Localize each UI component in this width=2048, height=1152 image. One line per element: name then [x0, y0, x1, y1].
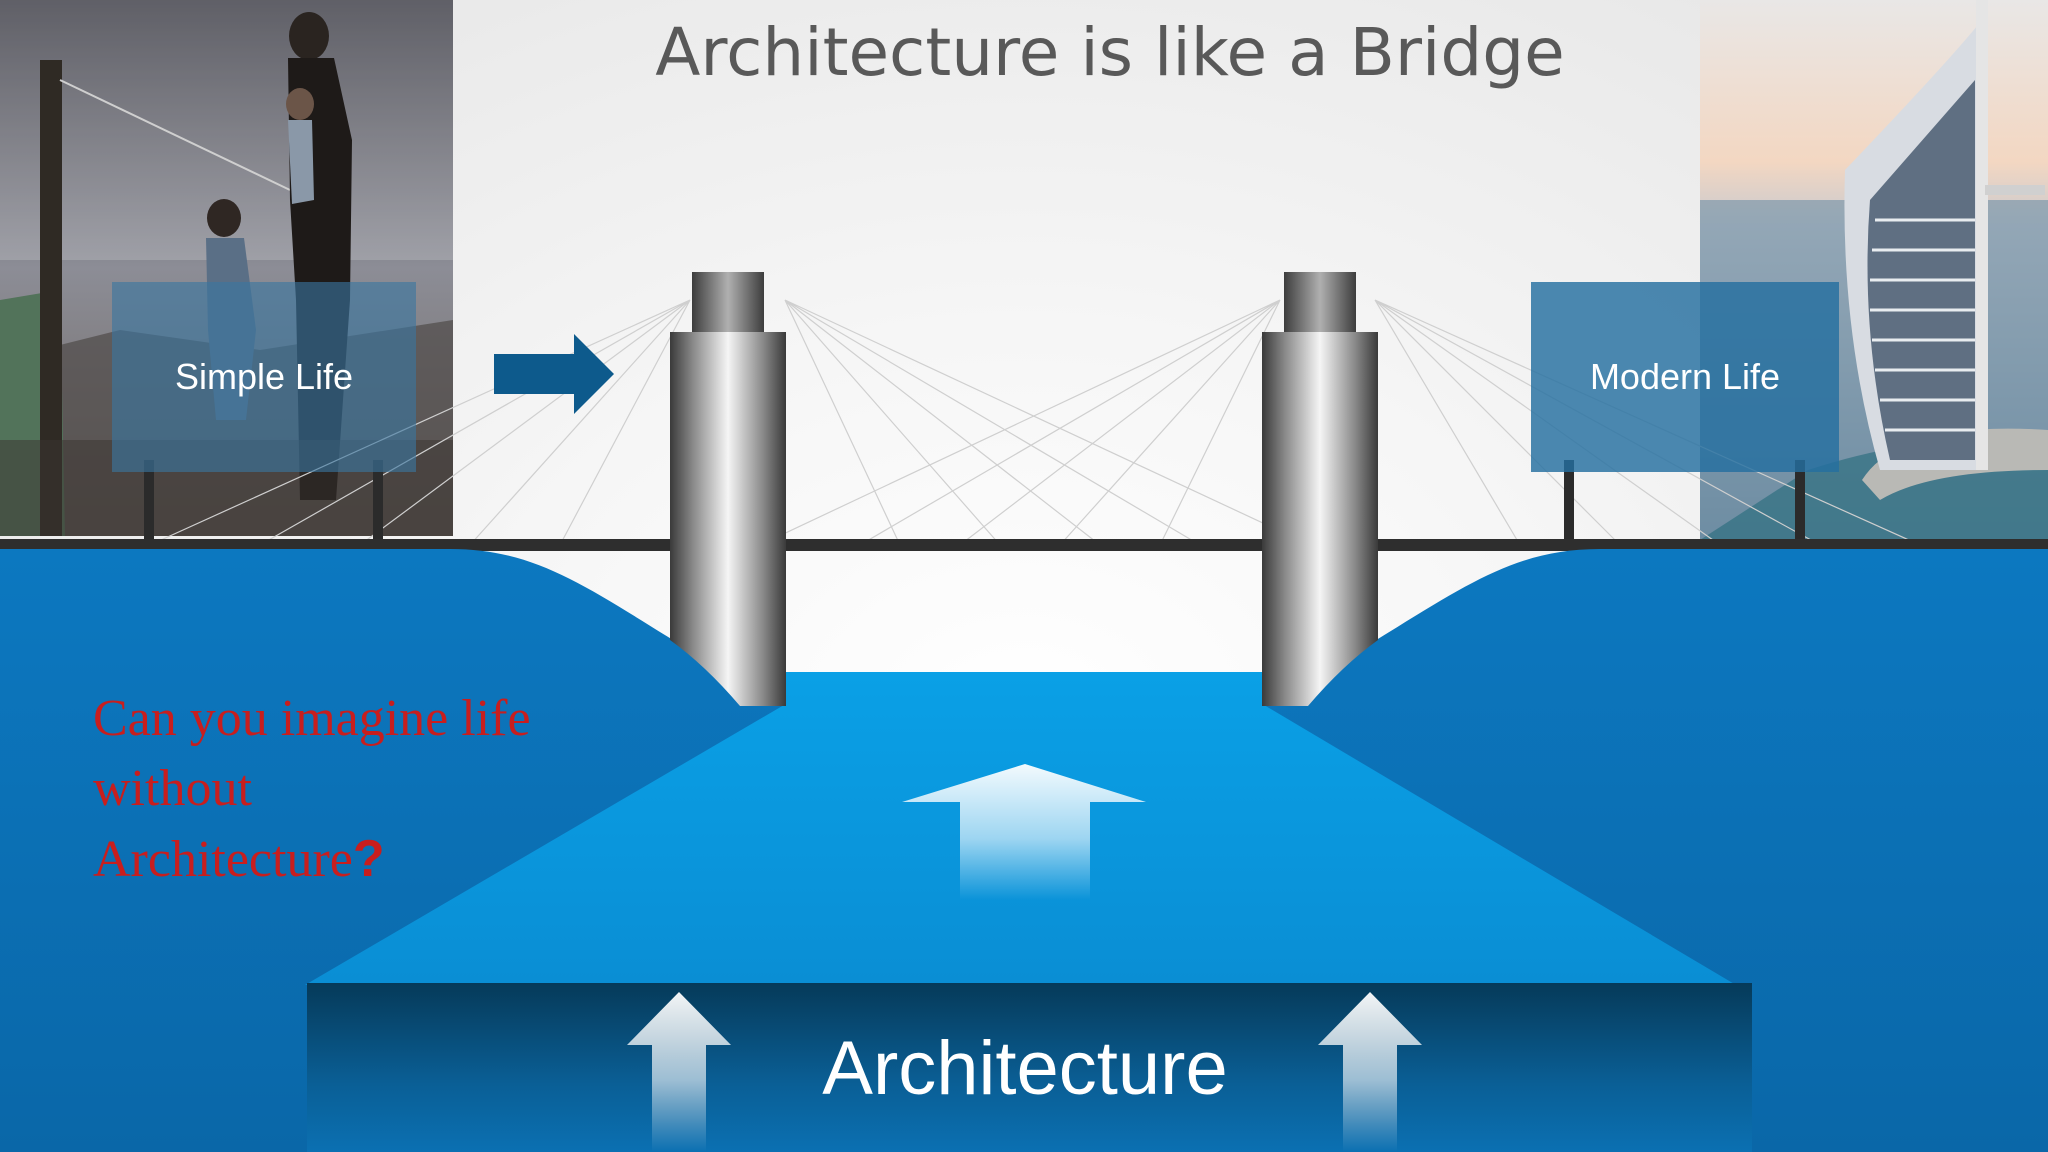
sign-posts: [144, 460, 1805, 544]
left-pillar: [670, 272, 786, 706]
right-pillar: [1262, 272, 1378, 706]
right-arrow-icon: [494, 334, 614, 414]
architecture-label: Architecture: [822, 1026, 1228, 1111]
question-line-3-text: Architecture: [93, 831, 353, 888]
architecture-base: [307, 983, 1752, 1152]
modern-life-label: Modern Life: [1589, 356, 1781, 397]
modern-life-sign: Modern Life: [1531, 282, 1839, 472]
simple-life-label: Simple Life: [174, 356, 354, 397]
question-line-3: Architecture?: [93, 824, 633, 895]
question-line-1: Can you imagine life: [93, 690, 531, 747]
question-line-2: without: [93, 760, 252, 817]
up-arrow-icon: [627, 992, 731, 1152]
up-arrow-icon: [1318, 992, 1422, 1152]
bridge-deck: [0, 539, 2048, 551]
slide-title: Architecture is like a Bridge: [655, 14, 1565, 91]
up-arrow-icon: [902, 764, 1146, 900]
question-text: Can you imagine life without Architectur…: [93, 684, 633, 895]
burj-al-arab-photo: [1700, 0, 2048, 540]
bridge-cables: [149, 299, 1921, 546]
simple-life-sign: Simple Life: [112, 282, 416, 472]
question-mark: ?: [352, 830, 385, 888]
